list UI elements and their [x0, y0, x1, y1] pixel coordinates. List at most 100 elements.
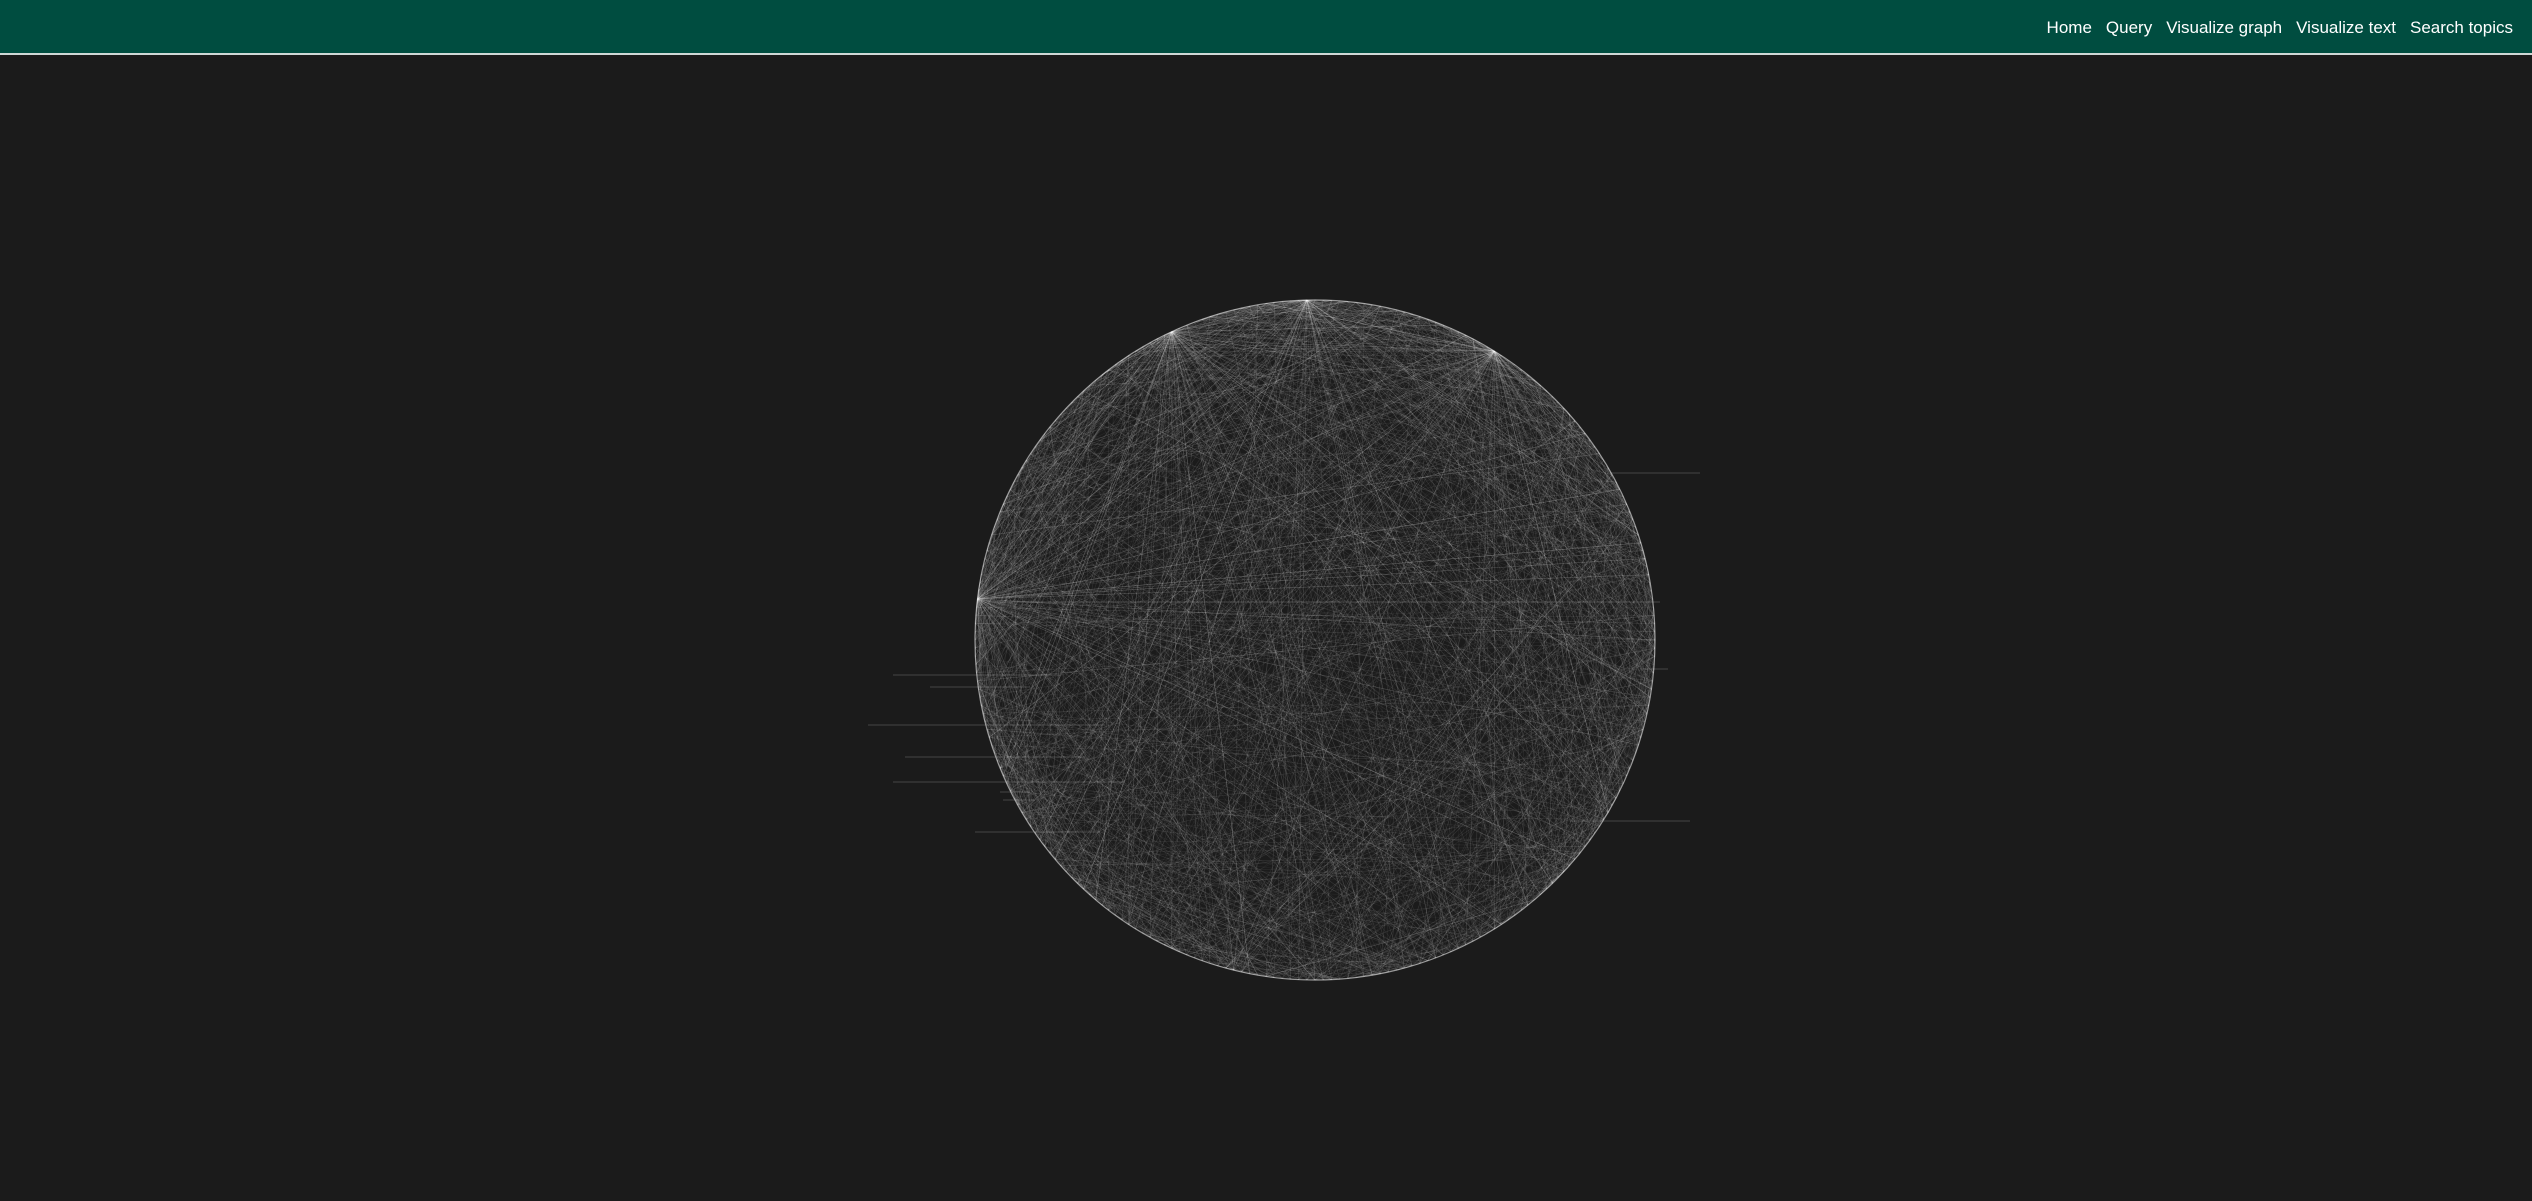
graph-edge	[1013, 672, 1654, 799]
graph-edge	[1142, 346, 1242, 973]
graph-edge	[1265, 790, 1620, 977]
graph-edge	[996, 519, 1051, 853]
nav-search-topics[interactable]: Search topics	[2410, 17, 2513, 37]
graph-edge	[1225, 542, 1642, 969]
graph-edge	[975, 664, 1078, 884]
graph-edge	[1039, 439, 1655, 657]
graph-edge	[991, 744, 1630, 769]
graph-edge	[997, 519, 1644, 551]
graph-edge	[1171, 351, 1495, 949]
graph-edge	[977, 680, 1046, 847]
nav-visualize-text[interactable]: Visualize text	[2296, 17, 2396, 37]
graph-edge	[1494, 351, 1639, 746]
graph-edge	[1039, 331, 1172, 441]
graph-edge	[986, 338, 1474, 730]
graph-edge	[1494, 351, 1609, 813]
graph-edge	[1071, 402, 1250, 974]
graph-edge	[996, 324, 1188, 520]
graph-edge	[1265, 504, 1627, 977]
graph-edge	[1404, 311, 1655, 624]
graph-edge	[1347, 301, 1553, 884]
graph-edge	[1089, 385, 1389, 973]
graph-canvas[interactable]	[0, 57, 2532, 1201]
graph-edge	[1003, 390, 1084, 776]
graph-edge	[1017, 474, 1651, 584]
graph-edge	[994, 402, 1072, 753]
graph-edge	[1054, 331, 1172, 422]
graph-edge	[1171, 331, 1586, 434]
graph-edge	[1533, 380, 1644, 730]
graph-edge	[1435, 322, 1576, 860]
graph-edge	[979, 696, 1226, 969]
graph-edge	[1108, 302, 1275, 911]
graph-edge	[1156, 338, 1651, 698]
graph-edge	[1546, 832, 1596, 890]
graph-edge	[1290, 300, 1308, 980]
graph-edge	[1306, 299, 1609, 813]
graph-edge	[991, 390, 1084, 536]
graph-edge	[1101, 331, 1172, 376]
graph-edge	[1039, 331, 1172, 840]
graph-edge	[1186, 812, 1609, 956]
graph-edge	[1149, 321, 1436, 344]
graph-edge	[1006, 331, 1172, 784]
graph-edge	[979, 446, 1595, 698]
graph-edge	[1265, 355, 1502, 977]
graph-edge	[1035, 306, 1381, 448]
graph-edge	[984, 534, 1639, 722]
graph-edge	[1164, 314, 1219, 945]
circular-graph[interactable]	[0, 57, 2532, 1201]
graph-edge	[1060, 858, 1575, 866]
graph-edge	[1380, 306, 1648, 714]
graph-edge	[1017, 558, 1646, 806]
graph-edge	[1380, 446, 1596, 974]
graph-edge	[1306, 300, 1459, 949]
graph-edge	[1009, 314, 1219, 791]
graph-edge	[1314, 623, 1655, 981]
graph-edge	[1006, 783, 1528, 906]
graph-edge	[977, 598, 1109, 911]
graph-edge	[1323, 852, 1581, 981]
graph-edge	[1450, 328, 1515, 366]
graph-edge	[975, 338, 1158, 624]
graph-edge	[1149, 304, 1373, 938]
graph-edge	[1164, 852, 1581, 946]
graph-edge	[1039, 839, 1474, 942]
graph-edge	[1527, 374, 1649, 575]
graph-edge	[1450, 328, 1559, 878]
nav-visualize-graph[interactable]: Visualize graph	[2166, 17, 2283, 37]
graph-edge	[1095, 379, 1595, 448]
graph-edge	[1442, 324, 1654, 673]
graph-edge	[1000, 647, 1655, 769]
graph-edge	[978, 590, 998, 761]
graph-edge	[1071, 299, 1316, 878]
graph-edge	[1479, 582, 1651, 938]
graph-edge	[1233, 351, 1495, 971]
graph-edge	[1142, 346, 1576, 860]
graph-edge	[1306, 877, 1559, 981]
graph-edge	[975, 664, 1646, 722]
graph-edge	[1149, 390, 1547, 938]
nav-home[interactable]: Home	[2046, 17, 2092, 37]
graph-edge	[1021, 467, 1655, 649]
nav-query[interactable]: Query	[2105, 17, 2153, 37]
graph-edge	[1025, 460, 1516, 916]
graph-edge	[1589, 639, 1656, 840]
graph-edge	[1083, 379, 1535, 890]
graph-edge	[1404, 311, 1444, 955]
graph-edge	[979, 420, 1575, 584]
graph-edge	[1306, 299, 1528, 376]
graph-edge	[986, 729, 1007, 784]
graph-edge	[989, 736, 1570, 866]
graph-edge	[1128, 300, 1308, 925]
graph-edge	[1006, 299, 1308, 784]
graph-edge	[982, 335, 1165, 567]
graph-edge	[977, 334, 1466, 600]
graph-edge	[1065, 558, 1646, 872]
graph-edge	[1314, 299, 1529, 906]
graph-edge	[1241, 307, 1529, 906]
graph-edge	[1006, 342, 1481, 784]
graph-edge	[1487, 346, 1642, 543]
graph-edge	[1017, 350, 1495, 476]
graph-edge	[1442, 325, 1586, 847]
